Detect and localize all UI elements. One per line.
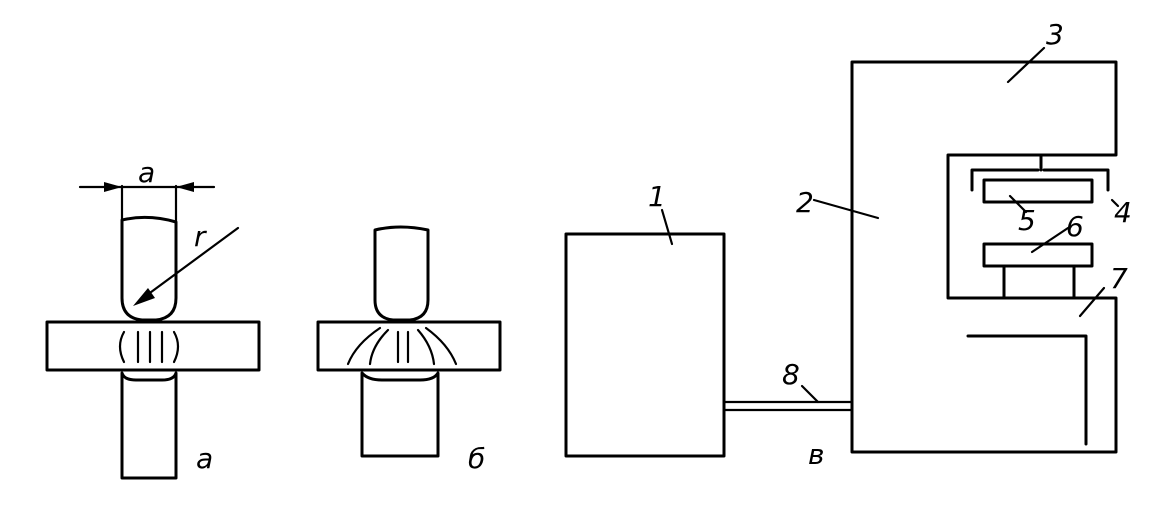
nugget-line <box>118 330 126 364</box>
radius-label: r <box>194 220 207 253</box>
upper-holder <box>970 168 1040 192</box>
panel-b: б <box>316 225 502 475</box>
upper-electrode-a <box>120 215 178 322</box>
upper-holder <box>1042 168 1110 192</box>
callout-5: 5 <box>1018 204 1036 237</box>
callout-4: 4 <box>1114 196 1132 229</box>
leader-5 <box>1008 194 1028 214</box>
callout-6: 6 <box>1066 210 1084 243</box>
c-frame <box>850 60 1118 454</box>
panel-caption-b: б <box>468 442 485 475</box>
nugget-line <box>368 328 390 366</box>
lower-plate <box>982 242 1094 268</box>
callout-8: 8 <box>782 358 800 391</box>
frame-inner-line <box>966 334 1088 446</box>
nugget-line <box>424 326 458 366</box>
leader-6 <box>1030 226 1070 254</box>
workpiece-sheet-a <box>45 320 261 372</box>
upper-electrode-b <box>373 225 430 322</box>
nugget-line <box>346 326 382 366</box>
leader-1 <box>660 208 674 246</box>
radius-r: r <box>133 220 240 306</box>
leader-8 <box>800 384 820 404</box>
callout-7: 7 <box>1110 262 1128 295</box>
power-unit-box <box>564 232 726 458</box>
leader-3 <box>1006 46 1046 84</box>
nugget-line <box>172 330 180 364</box>
panel-c: 1 2 3 4 5 6 7 8 в <box>564 18 1132 471</box>
leader-7 <box>1078 286 1106 318</box>
dimension-label: a <box>138 156 155 189</box>
nugget-line <box>416 328 436 366</box>
leader-2 <box>812 198 880 220</box>
lower-electrode-a <box>120 371 178 480</box>
callout-1: 1 <box>648 180 666 213</box>
leader-4 <box>1110 198 1120 208</box>
panel-a: a r a <box>45 156 261 480</box>
callout-2: 2 <box>796 186 814 219</box>
lower-electrode-b <box>360 371 440 458</box>
lower-plate-support <box>1002 264 1076 300</box>
panel-caption-a: a <box>196 442 213 475</box>
panel-caption-c: в <box>808 438 825 471</box>
dimension-a: a <box>78 156 216 224</box>
upper-plate <box>982 178 1094 204</box>
callout-3: 3 <box>1046 18 1064 51</box>
